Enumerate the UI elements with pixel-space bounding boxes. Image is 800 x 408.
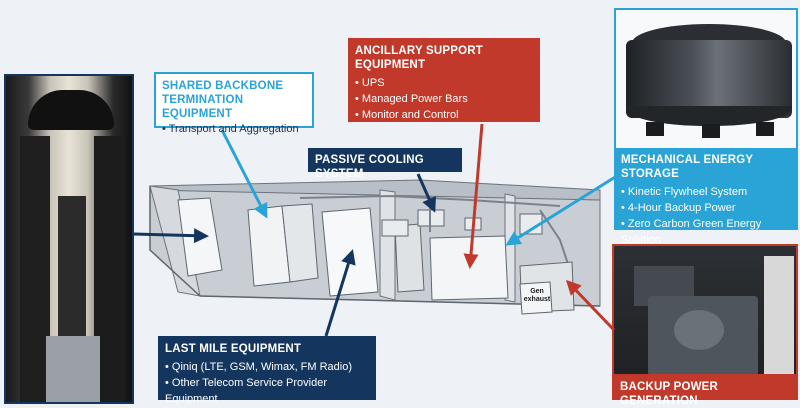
callout-shared-backbone: SHARED BACKBONE TERMINATION EQUIPMENT Tr… [154,72,314,135]
callout-ancillary: ANCILLARY SUPPORT EQUIPMENT UPS Managed … [348,38,540,122]
callout-item: Other Telecom Service Provider Equipment [165,375,369,407]
callout-item: Zero Carbon Green Energy Solution [621,216,791,248]
arrow-shared-backbone [220,129,268,219]
callout-title: ANCILLARY SUPPORT EQUIPMENT [355,45,483,71]
arrow-last-mile [324,249,356,337]
gen-exhaust-label: Gen exhaust [523,288,551,303]
arrow-interior [133,228,209,244]
callout-title: LAST MILE EQUIPMENT [165,343,302,355]
callout-title: MECHANICAL ENERGY STORAGE [621,154,754,180]
callout-title: BACKUP POWER GENERATION [620,381,719,407]
callout-item: UPS [355,75,533,91]
callout-last-mile: LAST MILE EQUIPMENT Qiniq (LTE, GSM, Wim… [158,336,376,405]
partition-wall [379,189,396,301]
rack-cabinet [281,203,319,283]
callout-title: PASSIVE COOLING SYSTEM [315,154,424,180]
callout-item: Transport and Aggregation [162,121,306,137]
cooling-vent [381,219,409,237]
callout-item: Monitor and Control [355,107,533,123]
callout-passive-cooling: PASSIVE COOLING SYSTEM [308,148,462,180]
arrow-ancillary [463,123,484,269]
callout-item: Kinetic Flywheel System [621,184,791,200]
callout-item: Managed Power Bars [355,91,533,107]
arrow-backup [565,279,616,332]
arrow-mechanical [505,172,621,246]
generator-photo [612,244,798,396]
callout-item: 4-Hour Backup Power [621,200,791,216]
callout-backup-power: BACKUP POWER GENERATION [612,374,798,407]
interior-photo [4,74,134,404]
arrow-passive-cooling [416,173,436,213]
callout-title: SHARED BACKBONE [162,80,284,92]
callout-title: TERMINATION EQUIPMENT [162,94,244,120]
callout-item: Qiniq (LTE, GSM, Wimax, FM Radio) [165,359,369,375]
rack-cabinet [394,223,425,293]
gen-exhaust-box [519,281,553,315]
callout-mechanical: MECHANICAL ENERGY STORAGE Kinetic Flywhe… [614,148,798,246]
